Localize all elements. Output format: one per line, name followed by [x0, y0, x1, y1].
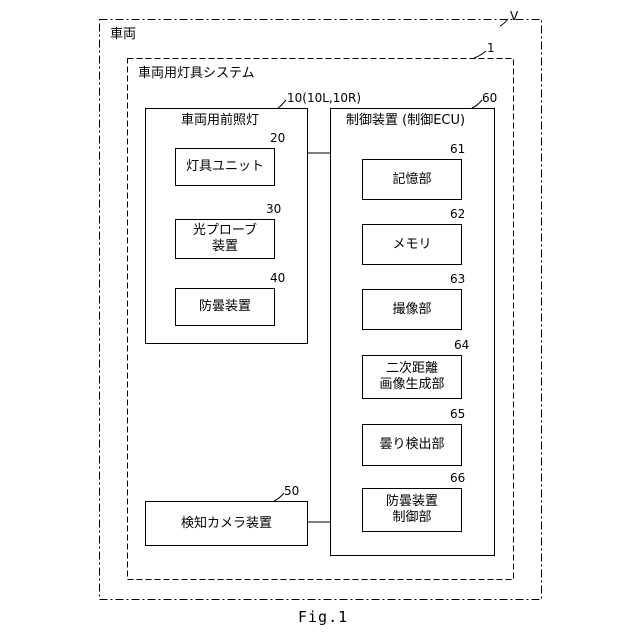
antifog-controller-ref: 66 — [450, 472, 465, 485]
antifog-device-ref: 40 — [270, 272, 285, 285]
imaging-unit-box: 撮像部 — [362, 289, 462, 330]
ecu-label: 制御装置 (制御ECU) — [346, 113, 465, 128]
optical-probe-ref: 30 — [266, 203, 281, 216]
leader-1 — [474, 51, 486, 58]
system-label: 車両用灯具システム — [138, 66, 255, 81]
headlight-label: 車両用前照灯 — [181, 113, 259, 128]
storage-unit-label: 記憶部 — [392, 172, 431, 188]
figure-caption: Fig.1 — [298, 608, 348, 626]
memory-label: メモリ — [392, 237, 431, 253]
imaging-unit-ref: 63 — [450, 273, 465, 286]
fog-detector-label: 曇り検出部 — [379, 437, 444, 453]
storage-unit-box: 記憶部 — [362, 159, 462, 200]
memory-ref: 62 — [450, 208, 465, 221]
leader-V — [500, 19, 508, 26]
antifog-controller-box: 防曇装置 制御部 — [362, 488, 462, 532]
fog-detector-ref: 65 — [450, 408, 465, 421]
headlight-ref: 10(10L,10R) — [287, 92, 361, 105]
secondary-distance-image-generator-box: 二次距離 画像生成部 — [362, 355, 462, 399]
secondary-distance-image-generator-ref: 64 — [454, 339, 469, 352]
storage-unit-ref: 61 — [450, 143, 465, 156]
detection-camera-ref: 50 — [284, 485, 299, 498]
detection-camera-label: 検知カメラ装置 — [181, 516, 272, 532]
vehicle-label: 車両 — [110, 27, 136, 42]
leader-50 — [274, 493, 284, 501]
optical-probe-box: 光プローブ 装置 — [175, 219, 275, 259]
lamp-unit-box: 灯具ユニット — [175, 148, 275, 186]
optical-probe-label: 光プローブ 装置 — [193, 223, 257, 255]
leader-60 — [472, 100, 482, 108]
antifog-device-box: 防曇装置 — [175, 288, 275, 326]
lamp-unit-label: 灯具ユニット — [186, 159, 264, 175]
leader-10 — [278, 100, 286, 108]
ecu-ref: 60 — [482, 92, 497, 105]
secondary-distance-image-generator-label: 二次距離 画像生成部 — [379, 361, 444, 393]
vehicle-ref: V — [510, 10, 518, 23]
fog-detector-box: 曇り検出部 — [362, 424, 462, 466]
imaging-unit-label: 撮像部 — [392, 302, 431, 318]
detection-camera-box: 検知カメラ装置 — [145, 501, 308, 546]
lamp-unit-ref: 20 — [270, 132, 285, 145]
antifog-controller-label: 防曇装置 制御部 — [386, 494, 438, 526]
memory-box: メモリ — [362, 224, 462, 265]
antifog-device-label: 防曇装置 — [199, 299, 251, 315]
system-ref: 1 — [487, 42, 495, 55]
